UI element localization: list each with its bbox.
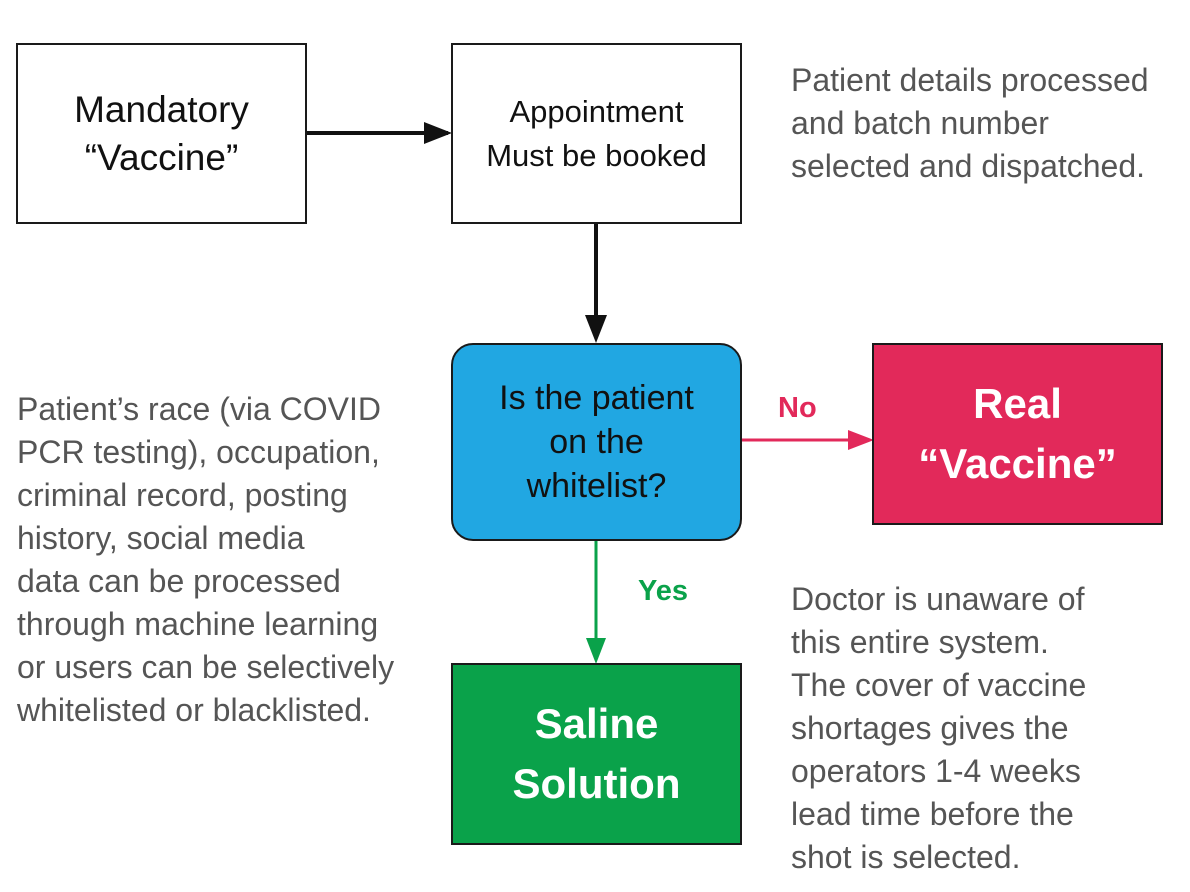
note-line: and batch number (791, 105, 1049, 141)
note-patient-details: Patient details processed and batch numb… (791, 59, 1149, 188)
node-text-line: Saline (534, 700, 659, 747)
note-line: criminal record, posting (17, 477, 348, 513)
node-text-line: Solution (512, 760, 681, 807)
note-line: Patient details processed (791, 62, 1149, 98)
note-line: through machine learning (17, 606, 379, 642)
node-real-vaccine: Real “Vaccine” (872, 343, 1163, 525)
edge-label-no: No (778, 392, 817, 424)
arrowhead-mandatory-to-appointment (424, 122, 452, 144)
arrowhead-no (848, 430, 874, 450)
note-doctor: Doctor is unaware of this entire system.… (791, 578, 1086, 879)
node-decision-lines: Is the patient on the whitelist? (499, 376, 694, 508)
note-line: shot is selected. (791, 839, 1021, 875)
note-line: or users can be selectively (17, 649, 395, 685)
node-appointment: Appointment Must be booked (451, 43, 742, 224)
arrowhead-appointment-to-decision (585, 315, 607, 343)
node-text-line: “Vaccine” (918, 440, 1117, 487)
note-line: Patient’s race (via COVID (17, 391, 381, 427)
node-mandatory-lines: Mandatory “Vaccine” (74, 86, 249, 182)
note-line: data can be processed (17, 563, 341, 599)
note-line: selected and dispatched. (791, 148, 1146, 184)
edge-label-yes: Yes (638, 575, 688, 607)
note-line: The cover of vaccine (791, 667, 1087, 703)
note-line: history, social media (17, 520, 305, 556)
node-text-line: Must be booked (486, 137, 707, 173)
node-text-line: Is the patient (499, 379, 694, 417)
note-line: whitelisted or blacklisted. (17, 692, 371, 728)
note-line: PCR testing), occupation, (17, 434, 380, 470)
note-race-data: Patient’s race (via COVID PCR testing), … (17, 388, 394, 732)
note-line: Doctor is unaware of (791, 581, 1085, 617)
node-saline-lines: Saline Solution (513, 694, 681, 814)
node-saline-solution: Saline Solution (451, 663, 742, 845)
note-line: operators 1-4 weeks (791, 753, 1081, 789)
node-appointment-lines: Appointment Must be booked (486, 90, 707, 178)
note-line: lead time before the (791, 796, 1074, 832)
node-text-line: “Vaccine” (84, 136, 239, 178)
node-text-line: Mandatory (74, 88, 249, 130)
note-line: shortages gives the (791, 710, 1069, 746)
node-text-line: on the (549, 423, 644, 461)
node-real-lines: Real “Vaccine” (918, 374, 1116, 494)
node-decision-whitelist: Is the patient on the whitelist? (451, 343, 742, 541)
node-text-line: whitelist? (526, 467, 667, 505)
node-text-line: Real (973, 380, 1062, 427)
node-text-line: Appointment (509, 93, 684, 129)
node-mandatory-vaccine: Mandatory “Vaccine” (16, 43, 307, 224)
arrowhead-yes (586, 638, 606, 664)
note-line: this entire system. (791, 624, 1049, 660)
